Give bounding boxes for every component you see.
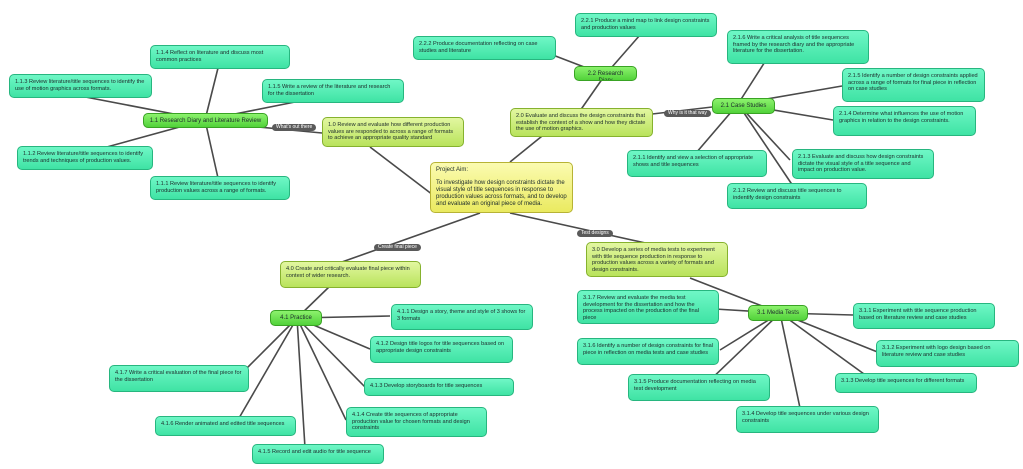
node-2-1-case-studies[interactable]: 2.1 Case Studies [712,98,775,114]
node-3-1-6[interactable]: 3.1.6 Identify a number of design constr… [577,338,719,365]
node-4-1-2[interactable]: 4.1.2 Design title logos for title seque… [370,336,513,363]
node-3-1-5[interactable]: 3.1.5 Produce documentation reflecting o… [628,374,770,401]
node-2-1-5[interactable]: 2.1.5 Identify a number of design constr… [842,68,985,102]
connector-line [779,312,801,409]
root-text: To investigate how design constraints di… [436,180,567,207]
node-1-1-research-diary-literature-review[interactable]: 1.1 Research Diary and Literature Review [143,113,268,128]
connector-line [369,146,434,196]
node-4-1-5[interactable]: 4.1.5 Record and edit audio for title se… [252,444,384,464]
connector-line [737,103,794,187]
connector-line [204,67,219,121]
connector-line [704,312,781,386]
node-4-1-7[interactable]: 4.1.7 Write a critical evaluation of the… [109,365,249,392]
node-4-1-4[interactable]: 4.1.4 Create title sequences of appropri… [346,407,487,437]
node-2-1-1[interactable]: 2.1.1 Identify and view a selection of a… [627,150,767,177]
node-4-1-6[interactable]: 4.1.6 Render animated and edited title s… [155,416,296,436]
root-title: Project Aim: [436,167,469,173]
node-2-1-3[interactable]: 2.1.3 Evaluate and discuss how design co… [792,149,934,179]
connector-line [737,56,769,105]
node-2-1-6[interactable]: 2.1.6 Write a critical analysis of title… [727,30,869,64]
node-1-0[interactable]: 1.0 Review and evaluate how different pr… [322,117,464,147]
node-4-1-3[interactable]: 4.1.3 Develop storyboards for title sequ… [364,378,514,396]
node-3-1-1[interactable]: 3.1.1 Experiment with title sequence pro… [853,303,995,329]
node-3-1-media-tests[interactable]: 3.1 Media Tests [748,305,808,321]
connector-line [509,212,651,245]
node-1-1-5[interactable]: 1.1.5 Write a review of the literature a… [262,79,404,103]
connector-line [296,317,366,388]
node-3-0[interactable]: 3.0 Develop a series of media tests to e… [586,242,728,277]
edge-label-why-is-it-that-way: Why is it that way [664,110,711,117]
node-4-1-1[interactable]: 4.1.1 Design a story, theme and style of… [391,304,533,330]
connector-line [296,317,306,449]
connector-line [204,119,219,179]
node-2-2-2[interactable]: 2.2.2 Produce documentation reflecting o… [413,36,556,60]
connector-line [779,312,876,383]
root-node-project-aim[interactable]: Project Aim: To investigate how design c… [430,162,573,213]
connector-line [234,317,298,426]
node-4-0[interactable]: 4.0 Create and critically evaluate final… [280,261,421,288]
connector-line [296,317,347,421]
edge-label-create-final-piece: Create final piece [374,244,421,251]
node-2-2-1[interactable]: 2.2.1 Produce a mind map to link design … [575,13,717,37]
node-2-1-2[interactable]: 2.1.2 Review and discuss title sequences… [727,183,867,209]
edge-label-whats-out-there: What's out there [272,124,317,131]
node-2-2-research-diary[interactable]: 2.2 Research Diary [574,66,637,81]
node-4-1-practice[interactable]: 4.1 Practice [270,310,322,326]
node-3-1-4[interactable]: 3.1.4 Develop title sequences under vari… [736,406,879,433]
node-2-0[interactable]: 2.0 Evaluate and discuss the design cons… [510,108,653,137]
node-1-1-3[interactable]: 1.1.3 Review literature/title sequences … [9,74,152,98]
connector-line [324,212,481,269]
node-2-1-4[interactable]: 2.1.4 Determine what influences the use … [833,106,976,136]
node-3-1-2[interactable]: 3.1.2 Experiment with logo design based … [876,340,1019,367]
node-3-1-3[interactable]: 3.1.3 Develop title sequences for differ… [835,373,977,393]
node-1-1-2[interactable]: 1.1.2 Review literature/title sequences … [17,146,153,170]
edge-label-test-designs: Test designs [577,230,613,237]
node-3-1-7[interactable]: 3.1.7 Review and evaluate the media test… [577,290,719,324]
node-1-1-4[interactable]: 1.1.4 Reflect on literature and discuss … [150,45,290,69]
node-1-1-1[interactable]: 1.1.1 Review literature/title sequences … [150,176,290,200]
